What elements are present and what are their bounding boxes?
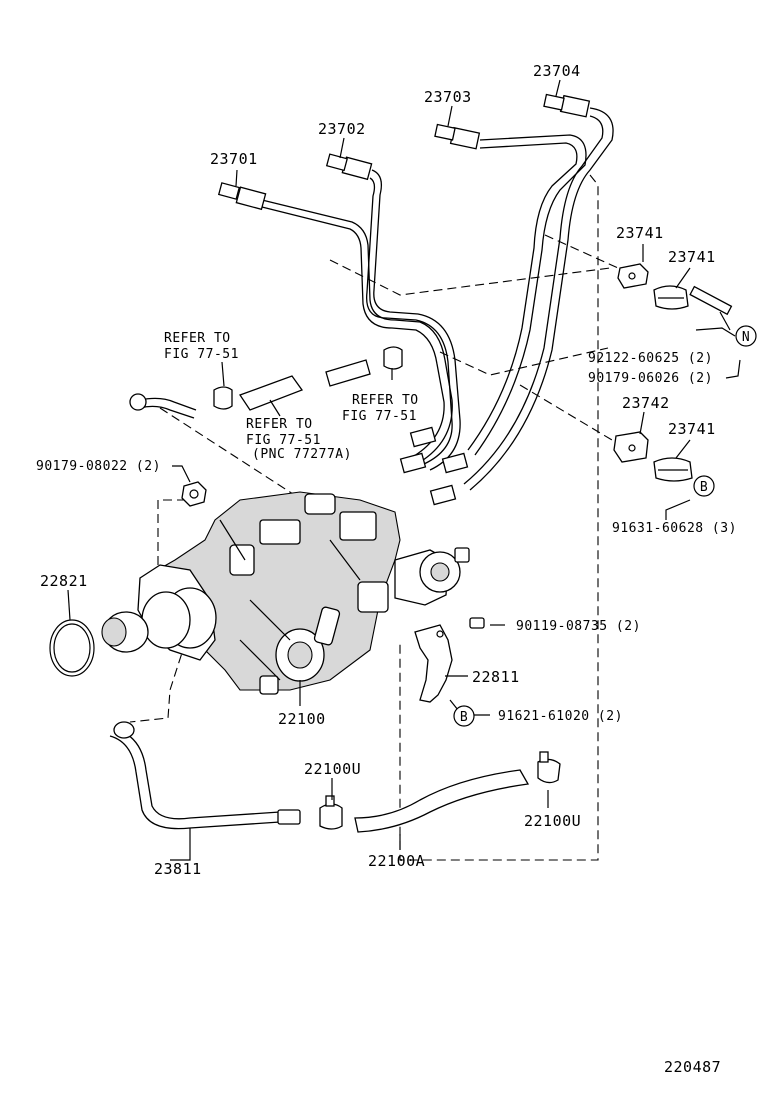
callout-22100A: 22100A bbox=[368, 852, 425, 870]
circled-markers: N B B bbox=[453, 325, 757, 727]
marker-b2: B bbox=[460, 710, 468, 725]
hose-clips bbox=[213, 346, 561, 830]
callout-91621-61020: 91621-61020 (2) bbox=[498, 709, 623, 724]
hose-clip-22100U-right bbox=[537, 751, 561, 784]
hose-clip-upper-left bbox=[213, 386, 233, 410]
part-number-callouts: 23701 23702 23703 23704 23741 23741 2374… bbox=[36, 62, 737, 878]
callout-90179-06026: 90179-06026 (2) bbox=[588, 371, 713, 386]
pipe-clamps bbox=[613, 263, 733, 482]
injection-pipes bbox=[217, 93, 614, 506]
stud-bolt bbox=[689, 285, 733, 316]
clamp-23741-upper bbox=[617, 263, 649, 289]
callout-92122-60625: 92122-60625 (2) bbox=[588, 351, 713, 366]
refer-note-2-line-1: REFER TO bbox=[246, 417, 313, 432]
marker-n: N bbox=[742, 330, 750, 345]
callout-22100: 22100 bbox=[278, 710, 326, 728]
injection-pipe-23702 bbox=[325, 153, 461, 471]
bracket-22811 bbox=[414, 617, 485, 703]
callout-90179-08022: 90179-08022 (2) bbox=[36, 459, 161, 474]
callout-22100U-left: 22100U bbox=[304, 760, 361, 778]
marker-n-circle bbox=[735, 325, 757, 347]
hose-clip-22100U-left bbox=[319, 795, 343, 830]
callout-90119-08735: 90119-08735 (2) bbox=[516, 619, 641, 634]
callout-22100U-right: 22100U bbox=[524, 812, 581, 830]
return-hose-22100A bbox=[354, 769, 530, 833]
callout-23702: 23702 bbox=[318, 120, 366, 138]
refer-note-1-line-1: REFER TO bbox=[164, 331, 231, 346]
dashed-leader-lines bbox=[129, 174, 619, 861]
injection-pump-assembly bbox=[101, 491, 470, 695]
injection-pipe-23704 bbox=[463, 93, 614, 491]
reference-notes: REFER TO FIG 77-51 REFER TO FIG 77-51 (P… bbox=[164, 331, 419, 462]
clamp-23742 bbox=[613, 431, 649, 463]
refer-note-1-line-2: FIG 77-51 bbox=[164, 347, 239, 362]
figure-number: 220487 bbox=[664, 1058, 721, 1076]
callout-23703: 23703 bbox=[424, 88, 472, 106]
callout-91631-60628: 91631-60628 (3) bbox=[612, 521, 737, 536]
callout-23741-upper: 23741 bbox=[616, 224, 664, 242]
callout-leader-lines bbox=[67, 79, 741, 861]
refer-note-2-line-2: FIG 77-51 bbox=[246, 433, 321, 448]
pipe-end-nuts bbox=[399, 426, 469, 506]
refer-note-2-line-3: (PNC 77277A) bbox=[252, 447, 352, 462]
callout-23741-lower: 23741 bbox=[668, 420, 716, 438]
hoses bbox=[109, 359, 530, 833]
hose-clip-upper-right bbox=[383, 346, 403, 370]
nut-90179-08022 bbox=[181, 481, 207, 507]
marker-b1: B bbox=[700, 480, 708, 495]
callout-23704: 23704 bbox=[533, 62, 581, 80]
fuel-hose-upper bbox=[129, 359, 371, 419]
callout-22811: 22811 bbox=[472, 668, 520, 686]
clamp-23741-lower bbox=[653, 457, 693, 482]
refer-note-3-line-1: REFER TO bbox=[352, 393, 419, 408]
callout-22821: 22821 bbox=[40, 572, 88, 590]
injection-pipe-23701 bbox=[217, 182, 453, 463]
clamp-23741-mid bbox=[653, 285, 689, 310]
callout-23742: 23742 bbox=[622, 394, 670, 412]
fuel-hose-23811 bbox=[109, 721, 301, 830]
o-ring-22821 bbox=[49, 619, 95, 677]
callout-23741-mid: 23741 bbox=[668, 248, 716, 266]
callout-23811: 23811 bbox=[154, 860, 202, 878]
injection-pipe-23703 bbox=[434, 123, 587, 456]
marker-b1-circle bbox=[693, 475, 715, 497]
callout-23701: 23701 bbox=[210, 150, 258, 168]
marker-b2-circle bbox=[453, 705, 475, 727]
refer-note-3-line-2: FIG 77-51 bbox=[342, 409, 417, 424]
